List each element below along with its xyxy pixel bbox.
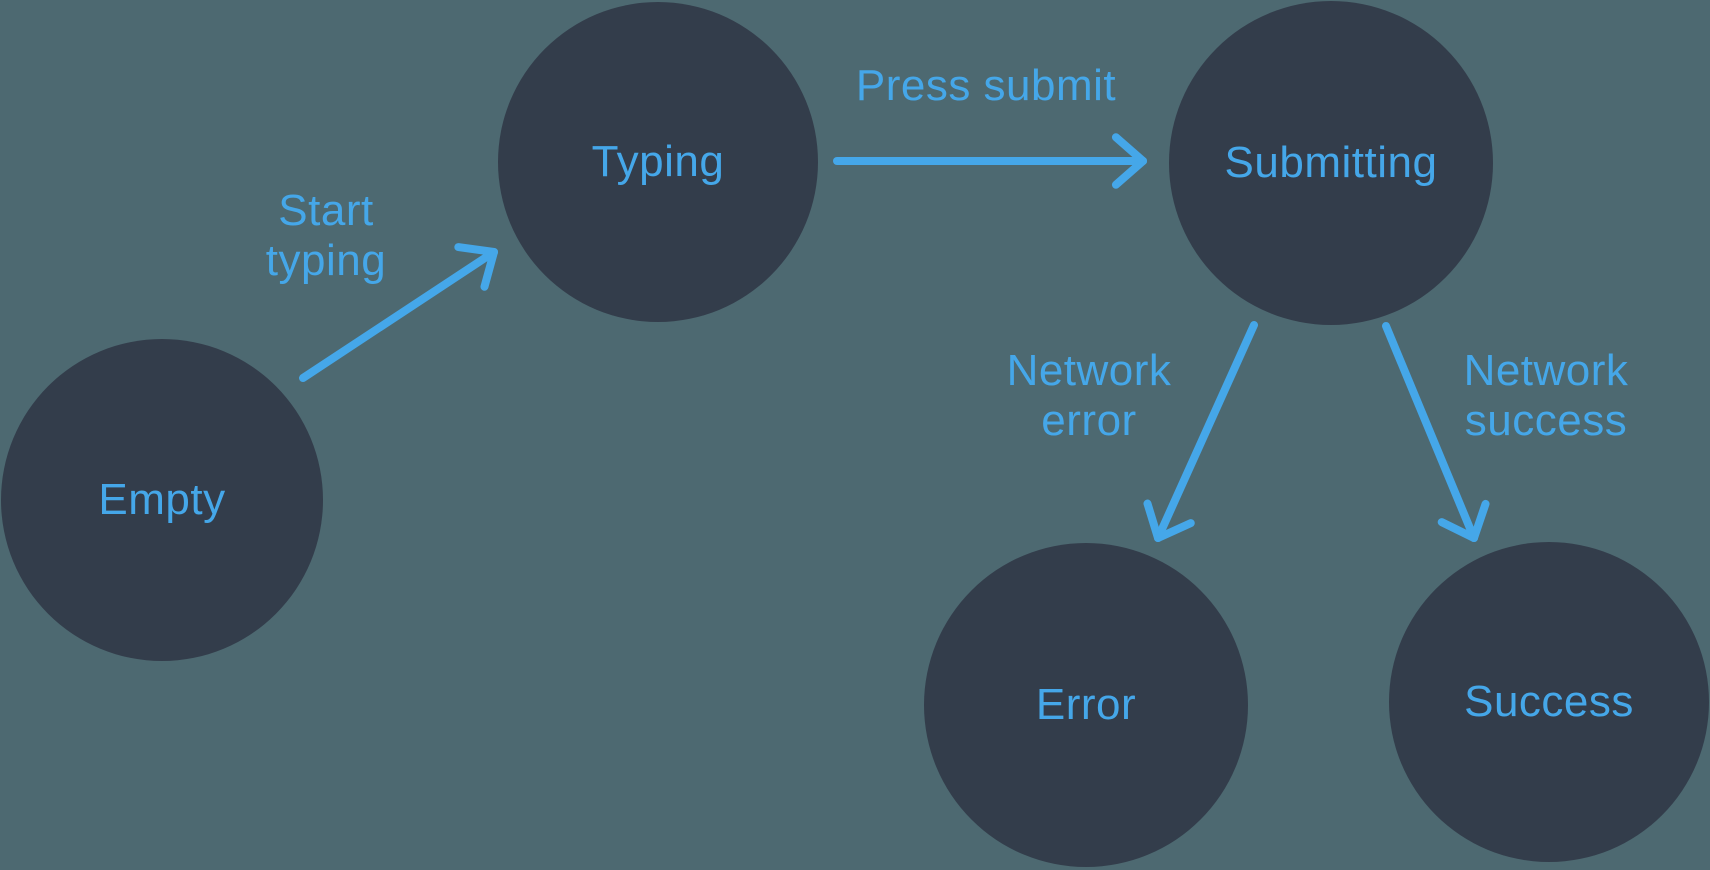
state-node-submitting-label: Submitting <box>1224 138 1438 187</box>
state-node-success: Success <box>1389 542 1709 862</box>
state-node-typing: Typing <box>498 2 818 322</box>
state-node-success-label: Success <box>1464 677 1634 726</box>
transition-arrow-press-submit <box>833 133 1147 189</box>
transition-arrow-network-success <box>1382 322 1490 542</box>
state-node-typing-label: Typing <box>591 137 725 186</box>
state-node-submitting: Submitting <box>1169 1 1493 325</box>
state-node-empty-label: Empty <box>98 475 226 524</box>
transition-label-start-typing: Start typing <box>265 186 387 285</box>
transition-label-network-error: Network error <box>1006 346 1172 445</box>
transition-label-network-success: Network success <box>1463 346 1629 445</box>
transition-arrow-network-error <box>1143 321 1258 542</box>
state-node-error-label: Error <box>1035 680 1137 729</box>
state-node-empty: Empty <box>1 339 323 661</box>
transition-arrow-start-typing <box>299 243 498 382</box>
transition-label-press-submit: Press submit <box>855 61 1117 110</box>
state-node-error: Error <box>924 543 1248 867</box>
